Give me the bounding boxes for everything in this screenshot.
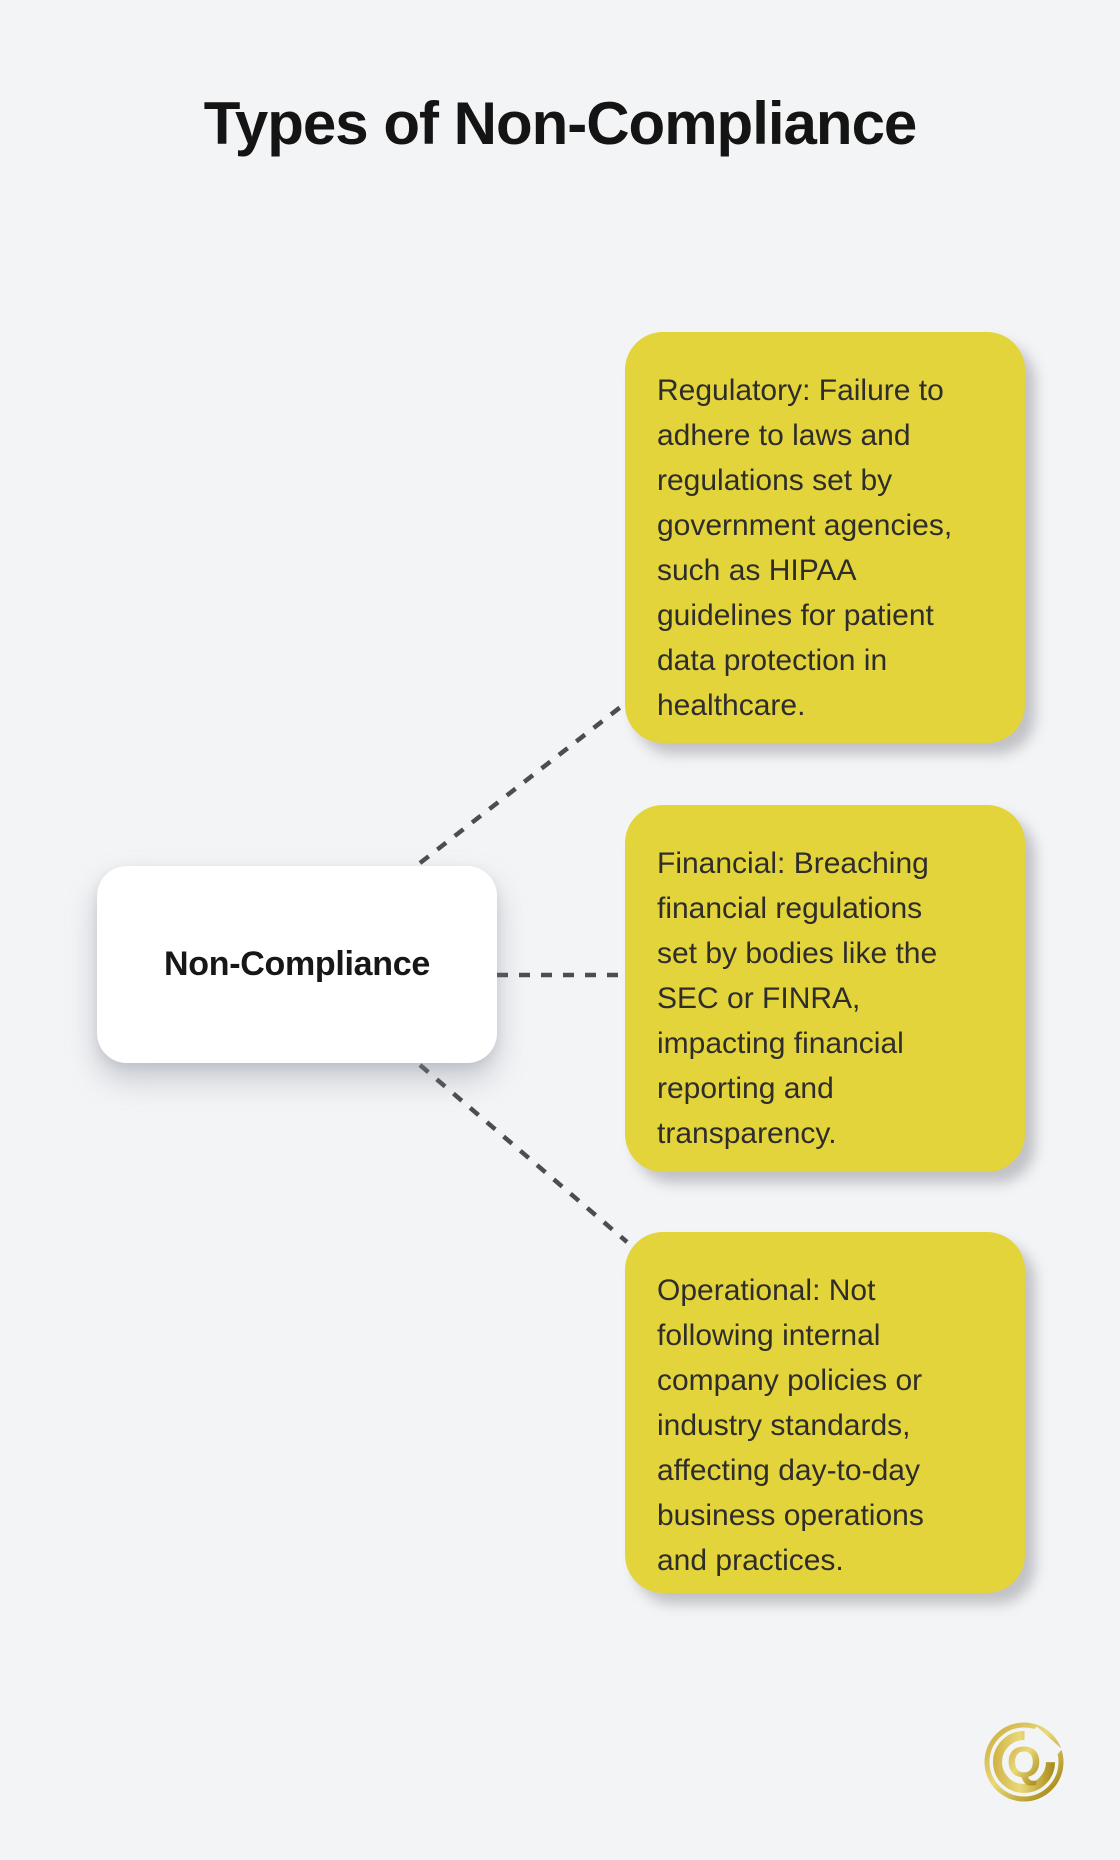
page-title: Types of Non-Compliance: [203, 90, 918, 157]
logo-ring-gap: [1030, 1726, 1063, 1756]
central-node-non-compliance[interactable]: Non-Compliance: [97, 866, 497, 1063]
branch-card-regulatory[interactable]: Regulatory: Failure to adhere to laws an…: [625, 332, 1025, 743]
logo-c-crescent: [993, 1731, 1055, 1793]
connector-regulatory: [418, 700, 629, 865]
branch-card-financial-text: Financial: Breaching financial regulatio…: [657, 847, 938, 1150]
branch-card-operational[interactable]: Operational: Not following internal comp…: [625, 1232, 1025, 1593]
brand-logo-icon: Q: [984, 1722, 1064, 1802]
logo-outer-ring: [984, 1722, 1064, 1802]
branch-card-financial[interactable]: Financial: Breaching financial regulatio…: [625, 805, 1025, 1172]
brand-logo: Q: [982, 1720, 1066, 1804]
connector-operational: [418, 1063, 629, 1244]
branch-card-operational-text: Operational: Not following internal comp…: [657, 1274, 924, 1577]
logo-letter: Q: [1007, 1738, 1041, 1787]
branch-card-regulatory-text: Regulatory: Failure to adhere to laws an…: [657, 374, 953, 722]
central-node-label: Non-Compliance: [164, 945, 430, 983]
